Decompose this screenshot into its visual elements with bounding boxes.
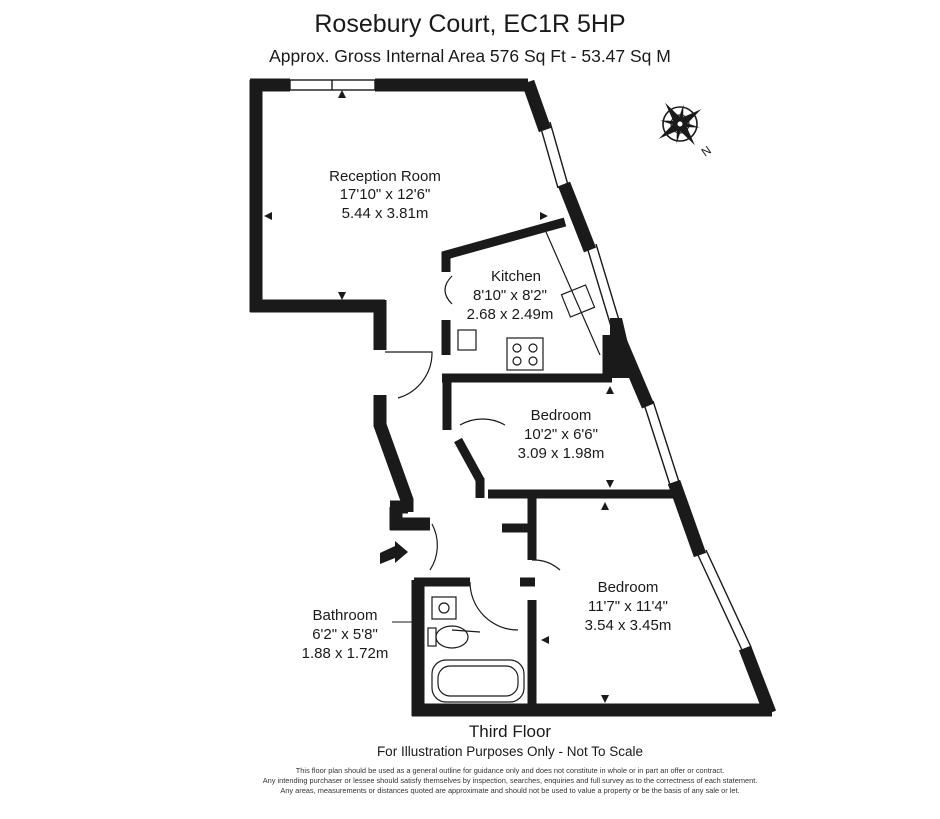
room-bedroom-2: Bedroom 11'7" x 11'4" 3.54 x 3.45m bbox=[585, 579, 672, 634]
room-dimensions-metric: 5.44 x 3.81m bbox=[342, 205, 429, 222]
room-reception: Reception Room 17'10" x 12'6" 5.44 x 3.8… bbox=[329, 168, 441, 222]
floor-label: Third Floor bbox=[468, 722, 552, 741]
room-dimensions-metric: 2.68 x 2.49m bbox=[467, 306, 554, 323]
room-name: Bedroom bbox=[598, 579, 659, 596]
room-dimensions-imperial: 10'2" x 6'6" bbox=[524, 426, 598, 443]
dimension-markers bbox=[264, 90, 614, 703]
disclaimer-line: Any intending purchaser or lessee should… bbox=[262, 776, 758, 785]
room-dimensions-imperial: 8'10" x 8'2" bbox=[473, 287, 547, 304]
entrance-arrow-icon bbox=[380, 541, 408, 564]
room-name: Kitchen bbox=[491, 268, 541, 285]
room-name: Bedroom bbox=[531, 407, 592, 424]
disclaimer-line: This floor plan should be used as a gene… bbox=[295, 766, 725, 775]
room-name: Bathroom bbox=[312, 607, 377, 624]
room-dimensions-metric: 3.54 x 3.45m bbox=[585, 617, 672, 634]
kitchen-fittings bbox=[457, 231, 601, 371]
room-dimensions-metric: 1.88 x 1.72m bbox=[302, 645, 389, 662]
gross-area-subtitle: Approx. Gross Internal Area 576 Sq Ft - … bbox=[269, 46, 671, 66]
room-dimensions-imperial: 17'10" x 12'6" bbox=[340, 186, 431, 203]
illustration-note: For Illustration Purposes Only - Not To … bbox=[376, 744, 644, 759]
windows bbox=[289, 79, 752, 651]
room-dimensions-metric: 3.09 x 1.98m bbox=[518, 445, 605, 462]
room-kitchen: Kitchen 8'10" x 8'2" 2.68 x 2.49m bbox=[467, 268, 554, 323]
doors bbox=[385, 275, 561, 631]
room-bedroom-1: Bedroom 10'2" x 6'6" 3.09 x 1.98m bbox=[518, 407, 605, 462]
interior-walls bbox=[414, 217, 682, 712]
plan-title: Rosebury Court, EC1R 5HP bbox=[314, 10, 626, 38]
compass-rose-icon bbox=[658, 102, 702, 146]
room-name: Reception Room bbox=[329, 168, 441, 185]
room-dimensions-imperial: 6'2" x 5'8" bbox=[312, 626, 378, 643]
room-dimensions-imperial: 11'7" x 11'4" bbox=[588, 598, 668, 615]
room-bathroom: Bathroom 6'2" x 5'8" 1.88 x 1.72m bbox=[302, 607, 413, 662]
disclaimer-line: Any areas, measurements or distances quo… bbox=[280, 786, 740, 795]
bathroom-fittings bbox=[427, 596, 525, 703]
compass-north-label: N bbox=[699, 143, 714, 159]
